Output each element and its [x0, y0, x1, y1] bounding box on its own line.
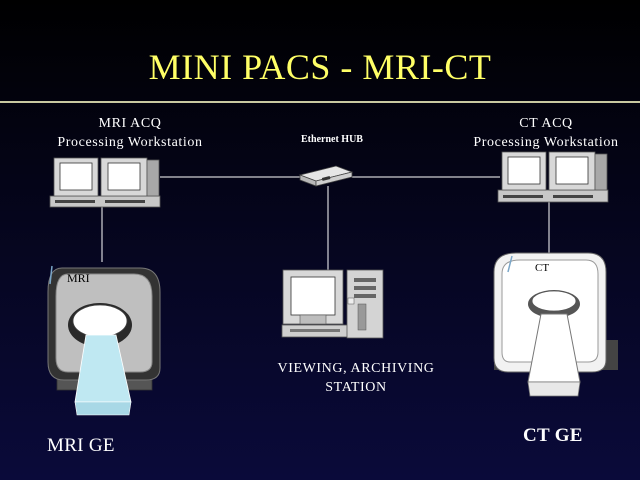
viewing-station-title: VIEWING, ARCHIVING — [277, 361, 435, 376]
viewing-station-subtitle: STATION — [325, 380, 387, 395]
mri-scanner-icon — [47, 265, 161, 416]
ct-scanner-caption: CT GE — [523, 425, 583, 446]
ct-scanner-inner-label: CT — [535, 262, 550, 274]
network-connections — [101, 176, 550, 278]
network-hub-icon — [298, 165, 354, 187]
ct-workstation-subtitle: Processing Workstation — [473, 135, 619, 150]
ct-workstation-title: CT ACQ — [519, 116, 573, 131]
mri-workstation-label: MRI ACQ Processing Workstation — [40, 114, 220, 152]
desktop-computer-icon — [281, 269, 384, 339]
mri-scanner-caption: MRI GE — [47, 435, 115, 456]
ct-workstation-icon — [497, 151, 609, 203]
ct-scanner-icon — [493, 252, 618, 397]
ct-workstation-label: CT ACQ Processing Workstation — [456, 114, 636, 152]
title-divider — [0, 101, 640, 103]
page-title: MINI PACS - MRI-CT — [148, 47, 492, 87]
mri-workstation-icon — [49, 157, 161, 208]
mri-scanner-inner-label: MRI — [67, 271, 90, 285]
mri-workstation-title: MRI ACQ — [98, 116, 162, 131]
hub-label: Ethernet HUB — [301, 134, 363, 145]
mri-workstation-subtitle: Processing Workstation — [57, 135, 203, 150]
viewing-station-label: VIEWING, ARCHIVING STATION — [256, 359, 456, 397]
